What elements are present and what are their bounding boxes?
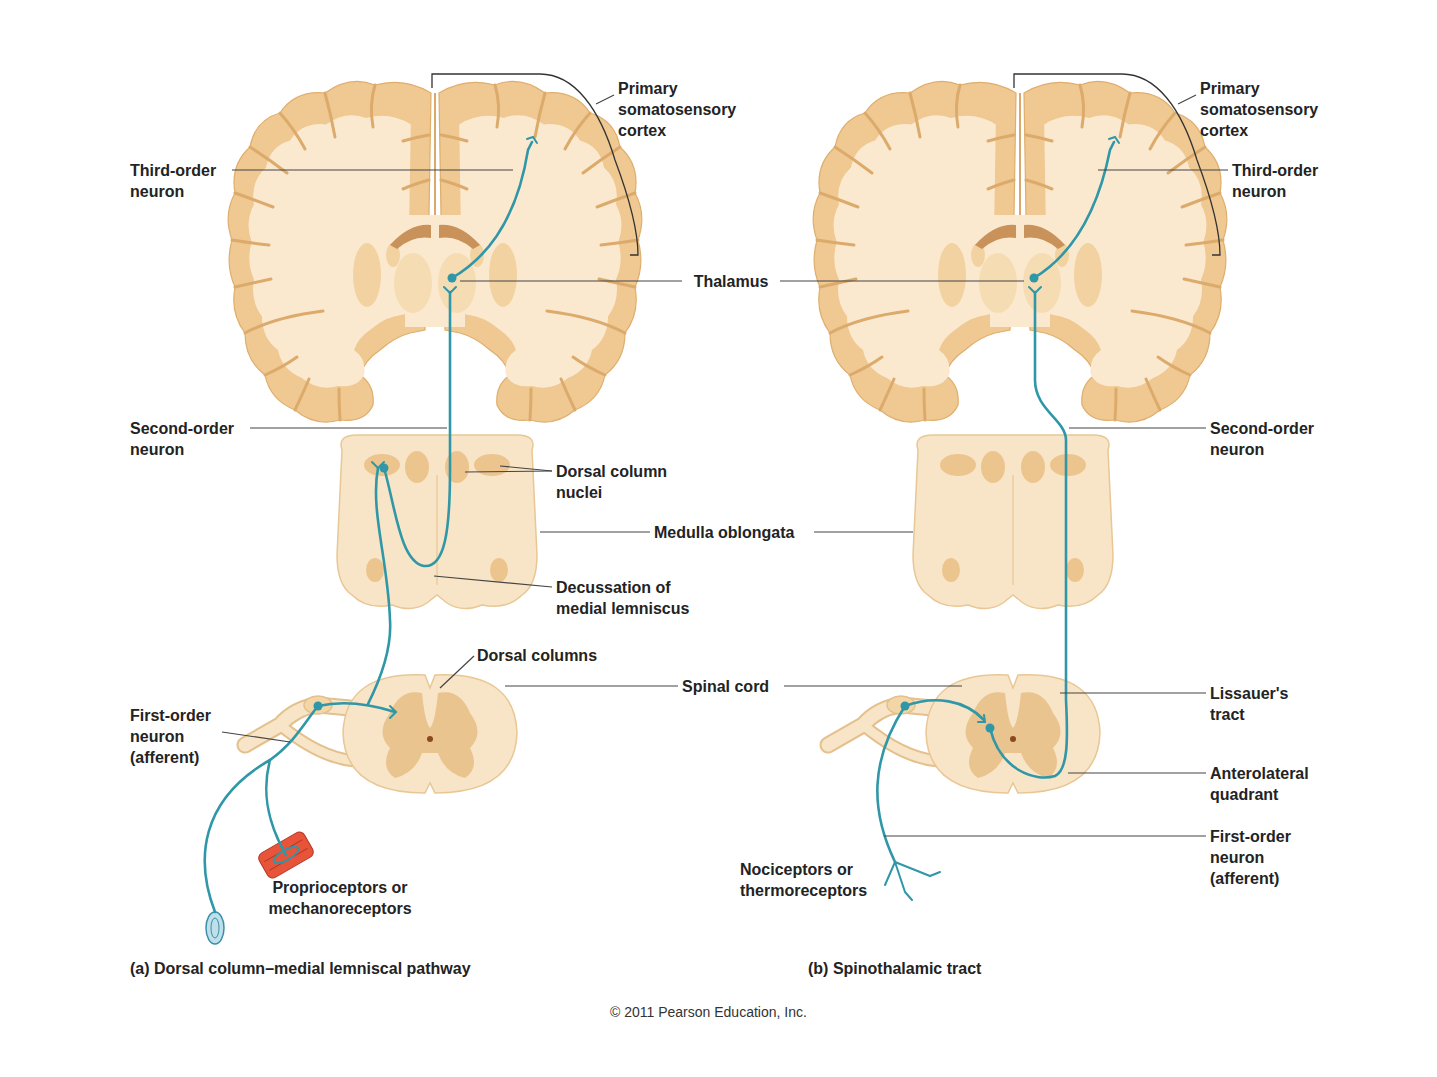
structure-label: Medulla oblongata [654,522,812,543]
cell-body [448,274,457,283]
cell-body [986,724,995,733]
first-order-ascending [368,468,390,704]
synapse [1029,287,1041,293]
leader-line [596,95,614,104]
third-order-neuron [452,142,532,278]
figure-caption: (b) Spinothalamic tract [808,958,981,979]
figure-caption: (a) Dorsal column–medial lemniscal pathw… [130,958,471,979]
receptor-label: Proprioceptors or mechanoreceptors [255,877,425,919]
leader-line [434,576,552,587]
leader-line [1098,169,1228,170]
leader-line [232,169,513,170]
leader-line [250,427,447,428]
synapse [444,287,456,293]
cell-body [314,702,323,711]
structure-label: Spinal cord [682,676,782,697]
leader-line [440,656,474,688]
leader-line [1178,95,1196,104]
leader-line [884,835,1206,836]
cell-body [380,464,389,473]
cortex-bracket [432,74,638,255]
synapse [527,137,537,143]
leader-line [460,280,682,281]
leader-line [1060,692,1206,693]
neuron-label: Third-order neuron [130,160,230,202]
third-order-neuron [1034,142,1114,278]
leader-line [465,471,552,472]
mechanoreceptor-core [211,918,219,938]
cortex-bracket [1014,74,1220,255]
synapse [390,706,396,718]
leader-line [540,531,650,532]
synapse [978,715,985,722]
neurons-a [205,137,537,912]
leader-lines [222,95,1228,836]
structure-label: Lissauer's tract [1210,683,1300,725]
nociceptor-endings [885,862,940,900]
brain-b [813,81,1227,422]
structure-label: Primary somatosensory cortex [1200,78,1330,141]
cell-body [901,702,910,711]
leader-line [1069,427,1206,428]
leader-line [222,732,290,742]
neurons-b [877,137,1119,900]
neuron-label: First-order neuron (afferent) [130,705,230,768]
leader-line [505,685,678,686]
first-order-central [318,703,395,712]
leader-line [814,531,913,532]
leader-line [1068,772,1206,773]
leader-line [784,685,962,686]
structure-label: Primary somatosensory cortex [618,78,748,141]
structure-label: Anterolateral quadrant [1210,763,1330,805]
neuron-label: First-order neuron (afferent) [1210,826,1310,889]
neuron-label: Third-order neuron [1232,160,1332,202]
second-order-neuron [384,292,450,566]
mechanoreceptor [206,912,224,944]
leader-line [780,280,1024,281]
neuron-label: Second-order neuron [1210,418,1325,460]
first-order-neuron [877,706,905,862]
receptor-label: Nociceptors or thermoreceptors [740,859,880,901]
cord-b [828,675,1100,793]
copyright-note: © 2011 Pearson Education, Inc. [610,1002,807,1023]
structure-label: Dorsal column nuclei [556,461,686,503]
leader-line [500,466,552,471]
first-order-central [905,700,984,720]
second-order-neuron [990,292,1067,777]
structure-label: Thalamus [686,271,776,292]
neuron-label: Second-order neuron [130,418,245,460]
cord-a [245,675,517,793]
cell-body [1030,274,1039,283]
brain-a [228,81,642,422]
medulla-b [913,435,1113,609]
first-order-neuron-branch [266,760,286,855]
synapse [1109,137,1119,143]
structure-label: Dorsal columns [477,645,617,666]
structure-label: Decussation of medial lemniscus [556,577,716,619]
